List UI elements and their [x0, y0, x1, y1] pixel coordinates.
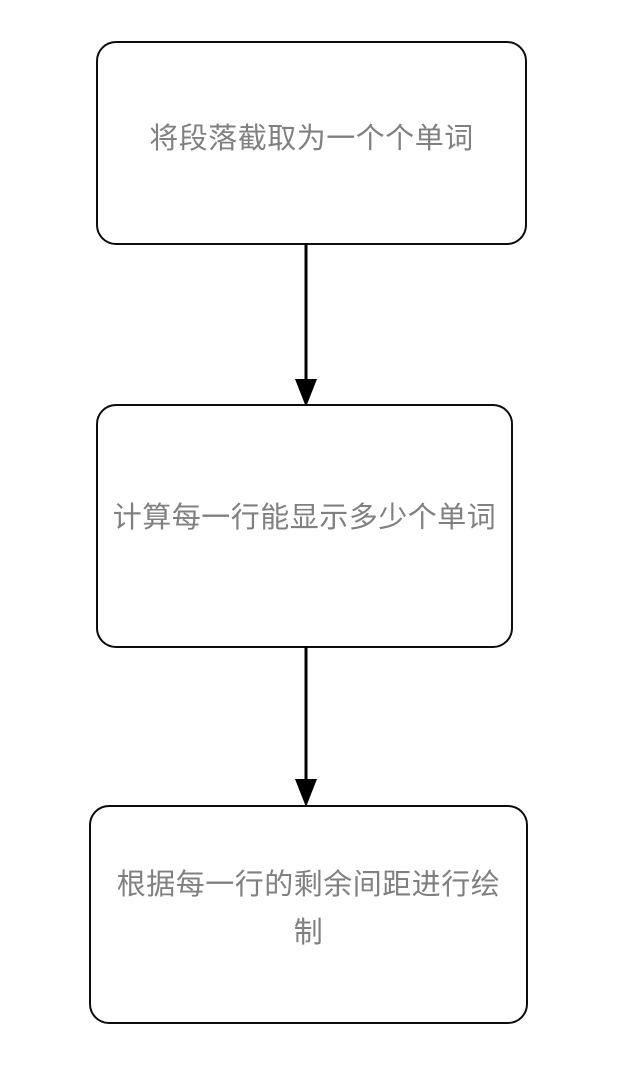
flowchart-node-1-label: 将段落截取为一个个单词: [149, 123, 474, 155]
flowchart-node-2-label: 计算每一行能显示多少个单词: [112, 502, 497, 534]
arrowhead-icon: [295, 379, 317, 407]
flowchart-node-3[interactable]: 根据每一行的剩余间距进行绘制: [89, 805, 528, 1024]
flowchart-edge-node2-to-node3: [295, 646, 317, 807]
flowchart-node-3-label: 根据每一行的剩余间距进行绘制: [116, 868, 501, 949]
arrowhead-icon: [295, 779, 317, 807]
flowchart-node-1[interactable]: 将段落截取为一个个单词: [96, 41, 527, 245]
flowchart-edge-node1-to-node2: [295, 243, 317, 407]
flowchart-node-2[interactable]: 计算每一行能显示多少个单词: [96, 404, 513, 648]
